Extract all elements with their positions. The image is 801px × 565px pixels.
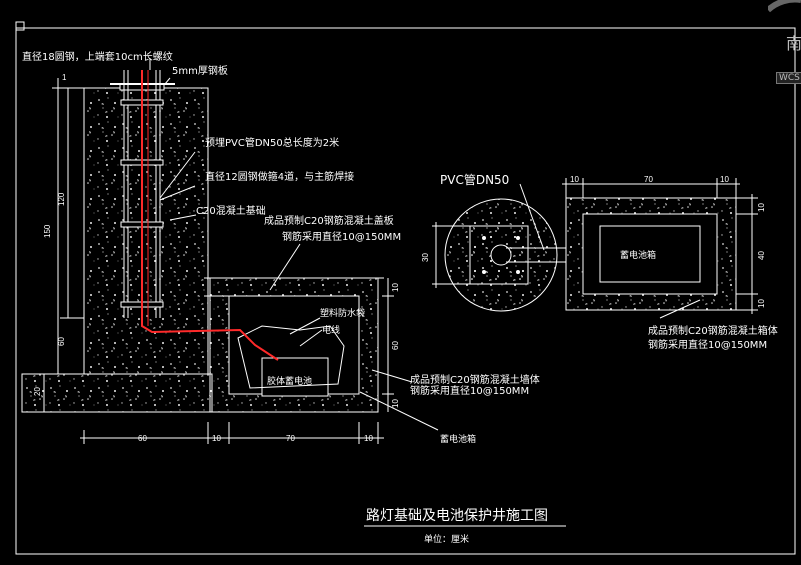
dimension-label: 150: [43, 224, 52, 238]
leader-lines: [149, 58, 439, 431]
battery-well-section: [204, 277, 384, 413]
label-pvc-pipe: 预埋PVC管DN50总长度为2米: [205, 136, 339, 149]
dimension-label: 60: [138, 434, 147, 443]
dimension-label: 10: [570, 175, 579, 184]
label-battery-box-left: 蓄电池箱: [440, 433, 476, 445]
battery-box-plan-view: [562, 178, 758, 319]
dimension-label: 1: [62, 73, 67, 82]
dimension-label: 70: [286, 434, 295, 443]
dimension-label: 60: [57, 337, 66, 346]
wcs-menu-button[interactable]: WCS: [776, 72, 801, 84]
label-rebar18: 直径18圆钢，上端套10cm长螺纹: [22, 50, 173, 63]
label-stirrup: 直径12圆钢做箍4道，与主筋焊接: [205, 170, 354, 183]
dimension-label: 10: [212, 434, 221, 443]
ground-layer: [21, 373, 213, 413]
cable-route: [141, 70, 279, 361]
dimension-label: 10: [391, 399, 400, 408]
viewcube-direction-label[interactable]: 南: [786, 34, 801, 53]
dimension-label: 10: [720, 175, 729, 184]
drawing-frame: [15, 27, 796, 555]
dimension-label: 20: [33, 387, 42, 396]
drawing-labels: 直径18圆钢，上端套10cm长螺纹 5mm厚钢板 预埋PVC管DN50总长度为2…: [22, 50, 778, 445]
label-battery-box-right: 蓄电池箱: [620, 249, 656, 261]
dimension-label: 10: [757, 203, 766, 212]
label-cover-line2: 钢筋采用直径10@150MM: [282, 230, 401, 243]
drawing-title: 路灯基础及电池保护井施工图: [366, 507, 548, 524]
label-well-line2: 钢筋采用直径10@150MM: [410, 384, 529, 397]
label-plate: 5mm厚钢板: [172, 64, 228, 77]
label-well-line1: 成品预制C20钢筋混凝土墙体: [410, 373, 540, 386]
dimension-label: 40: [757, 251, 766, 260]
lamp-foundation-section: [38, 70, 210, 413]
foundation-plan-view: [432, 183, 566, 312]
bottom-dimensions: [80, 278, 394, 444]
dimension-label: 10: [364, 434, 373, 443]
dimension-label: 60: [391, 341, 400, 350]
label-pvc-dn50: PVC管DN50: [440, 172, 509, 187]
viewcube[interactable]: [765, 0, 801, 90]
label-plan-line1: 成品预制C20钢筋混凝土箱体: [648, 324, 778, 337]
dimension-label: 70: [644, 175, 653, 184]
label-battery: 胶体蓄电池: [267, 375, 312, 387]
label-c20-base: C20混凝土基础: [196, 204, 266, 217]
dimension-label: 10: [391, 283, 400, 292]
label-cover-line1: 成品预制C20钢筋混凝土盖板: [264, 214, 394, 227]
label-waterproof-bag: 塑料防水袋: [320, 307, 365, 319]
label-cable: 电线: [322, 324, 340, 336]
drawing-unit: 单位：厘米: [424, 533, 469, 545]
frame-corner-marker: [15, 21, 25, 31]
dimension-label: 10: [757, 299, 766, 308]
dimension-label: 120: [57, 192, 66, 206]
dimension-numbers: 150 120 60 20 1 60 10 70 10 10 60 10 10 …: [33, 73, 766, 443]
label-plan-line2: 钢筋采用直径10@150MM: [648, 338, 767, 351]
dimension-label: 30: [421, 253, 430, 262]
